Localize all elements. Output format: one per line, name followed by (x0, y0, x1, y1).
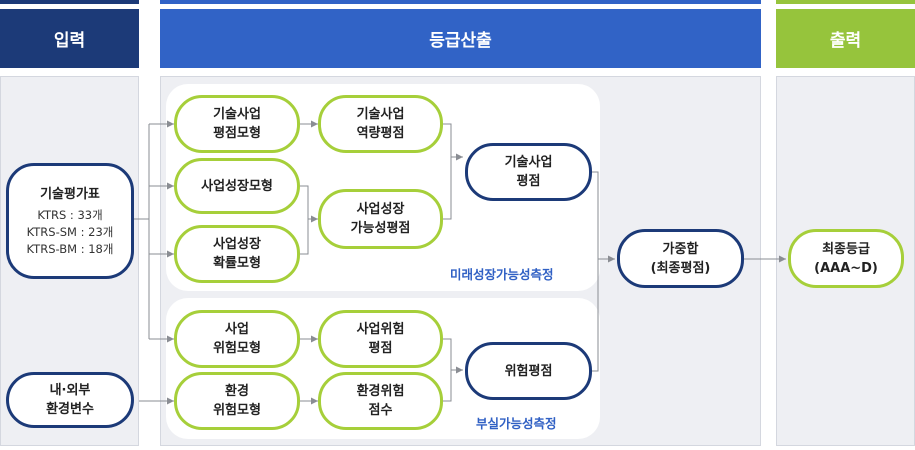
growth-possibility-line1: 사업성장 (356, 202, 405, 217)
tech-eval-table-node: 기술평가표 KTRS : 33개 KTRS-SM : 23개 KTRS-BM :… (6, 163, 134, 279)
growth-probability-model-node: 사업성장 확률모형 (174, 225, 300, 283)
tech-business-score-line2: 평점 (516, 174, 541, 189)
grading-header-label: 등급산출 (429, 31, 492, 51)
bracket-tech-evals (443, 123, 452, 220)
business-risk-score-line1: 사업위험 (356, 322, 405, 337)
future-growth-label: 미래성장가능성측정 (450, 267, 554, 282)
weighted-sum-node: 가중합 (최종평점) (617, 229, 744, 288)
env-risk-score-line1: 환경위험 (356, 384, 405, 399)
growth-probability-model-line1: 사업성장 (213, 237, 261, 252)
env-risk-score-line2: 점수 (368, 403, 393, 418)
env-risk-model-node: 환경 위험모형 (174, 372, 300, 430)
input-header: 입력 (0, 9, 139, 68)
tech-eval-line-ktrs-sm: KTRS-SM : 23개 (26, 224, 114, 239)
output-header-label: 출력 (829, 31, 862, 51)
business-risk-score-line2: 평점 (368, 341, 393, 356)
output-header-line (776, 0, 915, 4)
env-risk-model-line2: 위험모형 (213, 403, 261, 418)
env-variables-line1: 내·외부 (49, 383, 91, 398)
tech-capability-line1: 기술사업 (356, 107, 405, 122)
final-grade-node: 최종등급 (AAA~D) (788, 229, 904, 288)
tech-business-score-line1: 기술사업 (504, 155, 553, 170)
output-header: 출력 (776, 9, 915, 68)
final-grade-line1: 최종등급 (822, 241, 870, 257)
bracket-scores (592, 171, 599, 372)
input-header-line (0, 0, 139, 4)
tech-eval-title: 기술평가표 (40, 186, 100, 202)
business-risk-score-node: 사업위험 평점 (318, 310, 443, 368)
business-risk-model-line1: 사업 (225, 322, 249, 337)
tech-business-model-node: 기술사업 평점모형 (174, 95, 300, 153)
growth-possibility-line2: 가능성평점 (350, 221, 411, 236)
env-variables-node: 내·외부 환경변수 (6, 372, 134, 428)
bracket-risk-evals (443, 338, 452, 402)
grading-header: 등급산출 (160, 9, 761, 68)
growth-model-node: 사업성장모형 (174, 158, 300, 214)
business-risk-model-node: 사업 위험모형 (174, 310, 300, 368)
bracket-growth-models (300, 185, 309, 255)
grading-header-line (160, 0, 761, 4)
growth-possibility-score-node: 사업성장 가능성평점 (318, 189, 443, 249)
tech-business-model-line2: 평점모형 (213, 126, 261, 141)
growth-model-line1: 사업성장모형 (201, 178, 273, 194)
business-risk-model-line2: 위험모형 (213, 341, 261, 356)
tech-business-model-line1: 기술사업 (213, 107, 261, 122)
tech-eval-line-ktrs: KTRS : 33개 (37, 207, 103, 222)
env-risk-score-node: 환경위험 점수 (318, 372, 443, 430)
growth-probability-model-line2: 확률모형 (213, 256, 261, 271)
risk-score-line1: 위험평점 (504, 363, 553, 379)
tech-capability-line2: 역량평점 (356, 126, 405, 141)
insolvency-label: 부실가능성측정 (476, 416, 557, 431)
tech-eval-line-ktrs-bm: KTRS-BM : 18개 (26, 241, 114, 256)
tech-business-score-node: 기술사업 평점 (465, 143, 592, 201)
weighted-sum-line2: (최종평점) (650, 260, 711, 276)
env-risk-model-line1: 환경 (225, 384, 249, 399)
env-variables-line2: 환경변수 (46, 402, 94, 417)
final-grade-line2: (AAA~D) (814, 260, 878, 276)
tech-capability-score-node: 기술사업 역량평점 (318, 95, 443, 153)
input-header-label: 입력 (53, 31, 86, 51)
risk-score-node: 위험평점 (465, 342, 592, 400)
weighted-sum-line1: 가중합 (662, 241, 699, 257)
